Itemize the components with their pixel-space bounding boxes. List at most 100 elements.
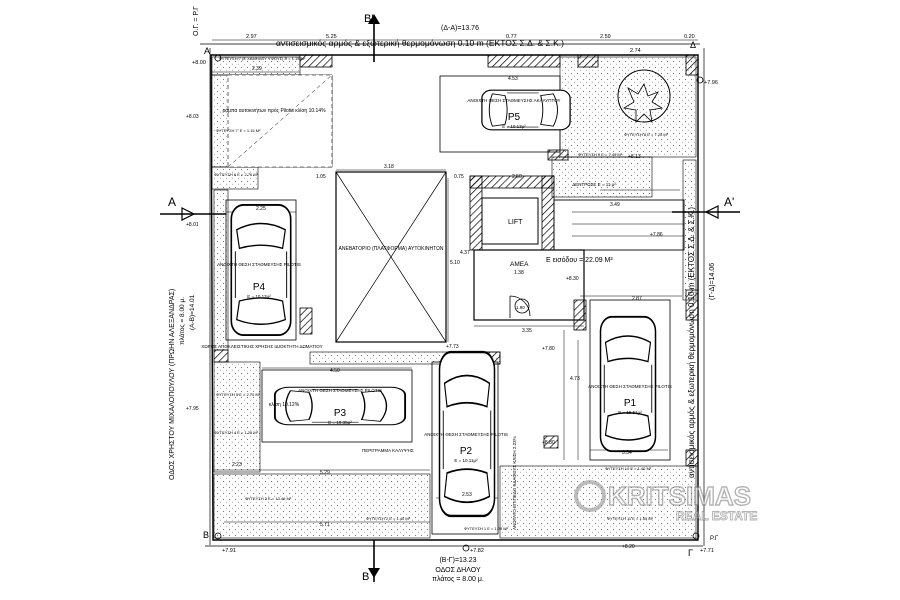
lift-label: LIFT	[508, 219, 523, 226]
corner-B: Β	[203, 530, 209, 540]
exclusive-use-note: ΧΩΡΟΣ ΑΠΟΚΛΕΙΣΤΙΚΗΣ ΧΡΗΣΗΣ ΙΔΙΟΚΤΗΤΗ ΔΩΜ…	[201, 344, 322, 349]
top-width-label: (Δ-Α)=13.76	[441, 25, 479, 32]
svg-text:2.50: 2.50	[512, 174, 522, 180]
dimension-numbers: 1.05 3.18 0.75 2.50 2.25 5.10 4.37 3.49 …	[232, 66, 642, 528]
planting-f-note: ΦΥΤΕΥΣΗ 2 Ε = 1.40 Μ²	[366, 516, 411, 521]
planting-i-note: ΦΥΤΕΥΣΗ 10 Ε = 1.40 Μ²	[605, 466, 652, 471]
bottom-level-left: +7.91	[222, 548, 236, 554]
planting-k-note: ΦΥΤΕΥΣΗ 9 Ε = 7.49 Μ²	[578, 152, 623, 157]
svg-text:2.39: 2.39	[252, 66, 262, 72]
bottom-street-name: ΟΔΟΣ ΔΗΛΟΥ	[435, 567, 481, 574]
svg-text:2.23: 2.23	[232, 462, 242, 468]
svg-text:5.10: 5.10	[450, 260, 460, 266]
level-numbers: +8.03 +8.01 +7.95 +7.73 +7.80 +7.86 +8.1…	[186, 114, 663, 550]
right-joint-note: αντισεισμικός αρμός & εξωτερική θερμομόν…	[687, 207, 696, 478]
planting-a-note: ΦΥΤΕΥΣΗ 7' Ε = 1.15 Μ²	[216, 128, 262, 133]
elevator-platform-label: ΑΝΕΒΑΤΟΡΙΟ (ΠΛΑΤΦΟΡΜΑ) ΑΥΤΟΚΙΝΗΤΩΝ	[339, 246, 444, 252]
svg-text:ΑΝΟΙΧΤΗ ΘΕΣΗ ΣΤΑΘΜΕΥΣΗΣ PILOTI: ΑΝΟΙΧΤΗ ΘΕΣΗ ΣΤΑΘΜΕΥΣΗΣ PILOTIS	[424, 432, 508, 437]
svg-text:4.37: 4.37	[460, 250, 470, 256]
planting-j-note: ΦΥΤΕΥΣΗ 11 Ε = 1.55 Μ²	[607, 516, 654, 521]
svg-text:2.87: 2.87	[632, 296, 642, 302]
tree-icon	[617, 69, 671, 124]
building-core	[469, 175, 685, 321]
corner-G: Γ	[688, 548, 693, 558]
left-street-name: ΟΔΟΣ ΧΡΗΣΤΟΥ ΜΙΧΑΛΟΠΟΥΛΟΥ (ΠΡΩΗΝ ΑΛΕΞΑΝΔ…	[169, 289, 176, 480]
level-markers	[214, 54, 704, 552]
svg-text:E = 15.51μ²: E = 15.51μ²	[618, 410, 642, 415]
svg-text:4.53: 4.53	[508, 76, 518, 82]
brand-watermark: KRITSIMAS REAL ESTATE	[574, 480, 758, 523]
dimension-lines	[212, 39, 698, 523]
svg-text:1.05: 1.05	[316, 174, 326, 180]
svg-text:3.34: 3.34	[622, 450, 632, 456]
bottom-length-label: (Β-Γ)=13.23	[439, 557, 476, 564]
top-level-right: +7.96	[704, 80, 718, 86]
car-p5	[481, 89, 571, 131]
svg-text:5.71: 5.71	[320, 522, 330, 528]
bottom-street-width: πλάτος = 8.00 μ.	[432, 575, 484, 583]
svg-text:+8.01: +8.01	[186, 222, 199, 228]
planting-trees-note: ΦΥΤΕΥΣΗ 7 (Ε ΧΑΜΗΛΟΥ ΥΨΟΥΣ) Ε = 1.15 Μ²	[219, 56, 306, 61]
entrance-area-label: E εισόδου = 22.09 M²	[546, 256, 613, 264]
top-dim-2: 5.25	[326, 34, 337, 40]
car-p4	[230, 203, 292, 337]
corner-D: Δ	[690, 40, 696, 50]
parking-label-p4: ΑΝΟΙΧΤΗ ΘΕΣΗ ΣΤΑΘΜΕΥΣΗΣ PILOTIS P4 E = 1…	[217, 262, 301, 299]
svg-text:3.35: 3.35	[522, 328, 532, 334]
svg-text:2.53: 2.53	[462, 492, 472, 498]
parking-label-p2: ΑΝΟΙΧΤΗ ΘΕΣΗ ΣΤΑΘΜΕΥΣΗΣ PILOTIS P2 E = 1…	[424, 432, 508, 463]
bottom-level-mid: +7.82	[470, 548, 484, 554]
svg-text:4.50: 4.50	[330, 368, 340, 374]
svg-text:ΑΝΟΙΧΤΗ ΘΕΣΗ ΣΤΑΘΜΕΥΣΗΣ PILOTI: ΑΝΟΙΧΤΗ ΘΕΣΗ ΣΤΑΘΜΕΥΣΗΣ PILOTIS	[588, 384, 672, 389]
planting-d-note: ΦΥΤΕΥΣΗ 4 Ε = 1.26 Μ²	[214, 430, 259, 435]
ramp-area	[227, 74, 333, 168]
svg-text:P2: P2	[460, 446, 473, 457]
planting-e-note: ΦΥΤΕΥΣΗ 3 Ε = 13.46 Μ²	[245, 496, 292, 501]
svg-text:1.38: 1.38	[514, 270, 524, 276]
planting-h-note: ΦΥΤΕΥΣΗ 8 Ε = 7.25 Μ²	[624, 132, 669, 137]
top-street-label: Ο.Γ. = Ρ.Γ	[193, 6, 200, 36]
top-dim-1: 2.97	[246, 34, 257, 40]
structural-columns	[213, 54, 699, 467]
svg-text:ΑΝΟΙΧΤΗ ΘΕΣΗ ΣΤΑΘΜΕΥΣΗΣ ΑΚΑΛΥΠ: ΑΝΟΙΧΤΗ ΘΕΣΗ ΣΤΑΘΜΕΥΣΗΣ ΑΚΑΛΥΠΤΟΥ	[467, 98, 560, 103]
svg-text:+7.86: +7.86	[650, 232, 663, 238]
svg-text:+7.95: +7.95	[186, 406, 199, 412]
planting-b-note: ΦΥΤΕΥΣΗ 6 Ε = 2.76 Μ²	[214, 172, 259, 177]
top-dim-4: 2.59	[600, 34, 611, 40]
svg-text:0.75: 0.75	[454, 174, 464, 180]
section-B-top: Β'	[364, 13, 373, 25]
left-length-label: (Α-Β)=14.01	[189, 294, 196, 330]
car-elevator-platform	[335, 171, 447, 343]
svg-text:ΑΝΟΙΧΤΗ ΘΕΣΗ ΣΤΑΘΜΕΥΣΗΣ PILOTI: ΑΝΟΙΧΤΗ ΘΕΣΗ ΣΤΑΘΜΕΥΣΗΣ PILOTIS	[298, 388, 382, 393]
bottom-rg-label: Ρ.Γ	[710, 536, 719, 542]
limit-ramp-note: ΑΝΩΤΑΤΟ ΕΠΙΠΕΔΟ ΕΔΑΦΟΥΣ ΚΛΙΣΗ 2.23%	[512, 436, 517, 530]
svg-text:E = 10.35μ²: E = 10.35μ²	[328, 420, 352, 425]
planting-g-note: ΦΥΤΕΥΣΗ 1 Ε = 1.39 Μ²	[464, 526, 509, 531]
svg-text:+8.80: +8.80	[542, 440, 555, 446]
boundary-note: ΠΕΡΙΓΡΑΜΜΑ ΚΑΛΥΨΗΣ	[362, 448, 414, 453]
svg-text:E = 10.11μ²: E = 10.11μ²	[454, 458, 478, 463]
ramp-slope2-note: κλίση 10.12%	[269, 402, 300, 408]
right-length-label: (Γ-Δ)=14.06	[709, 263, 716, 300]
svg-text:4.73: 4.73	[570, 376, 580, 382]
svg-text:P1: P1	[624, 398, 637, 409]
svg-text:+7.80: +7.80	[542, 346, 555, 352]
corner-A: Α	[204, 46, 210, 56]
svg-text:P5: P5	[508, 112, 521, 123]
svg-text:+8.20: +8.20	[622, 544, 635, 550]
top-joint-note: αντισεισμικός αρμός & εξωτερική θερμομόν…	[276, 38, 564, 48]
svg-text:P4: P4	[253, 282, 266, 293]
svg-text:3.18: 3.18	[384, 164, 394, 170]
svg-text:P3: P3	[334, 408, 347, 419]
planting-c-note: ΦΥΤΕΥΣΗ 5 Ε = 2.70 Μ²	[216, 392, 261, 397]
svg-text:+8.30: +8.30	[566, 276, 579, 282]
ramp-note: ράμπα αυτοκινήτων πρός Pilotis κλίση 10.…	[222, 107, 326, 114]
parking-label-p5: ΑΝΟΙΧΤΗ ΘΕΣΗ ΣΤΑΘΜΕΥΣΗΣ ΑΚΑΛΥΠΤΟΥ P5 E =…	[467, 98, 560, 129]
watermark-sub: REAL ESTATE	[676, 509, 757, 523]
section-A-right: Α'	[724, 195, 734, 209]
svg-text:5.29: 5.29	[320, 470, 330, 476]
trees-note: ΔΕΝΤΡΩΣΕ Ε = 11 μ²	[572, 182, 616, 187]
section-B-bottom: Β	[362, 571, 369, 583]
bottom-level-right: +7.71	[700, 548, 714, 554]
svg-text:ΑΝΟΙΧΤΗ ΘΕΣΗ ΣΤΑΘΜΕΥΣΗΣ PILOTI: ΑΝΟΙΧΤΗ ΘΕΣΗ ΣΤΑΘΜΕΥΣΗΣ PILOTIS	[217, 262, 301, 267]
